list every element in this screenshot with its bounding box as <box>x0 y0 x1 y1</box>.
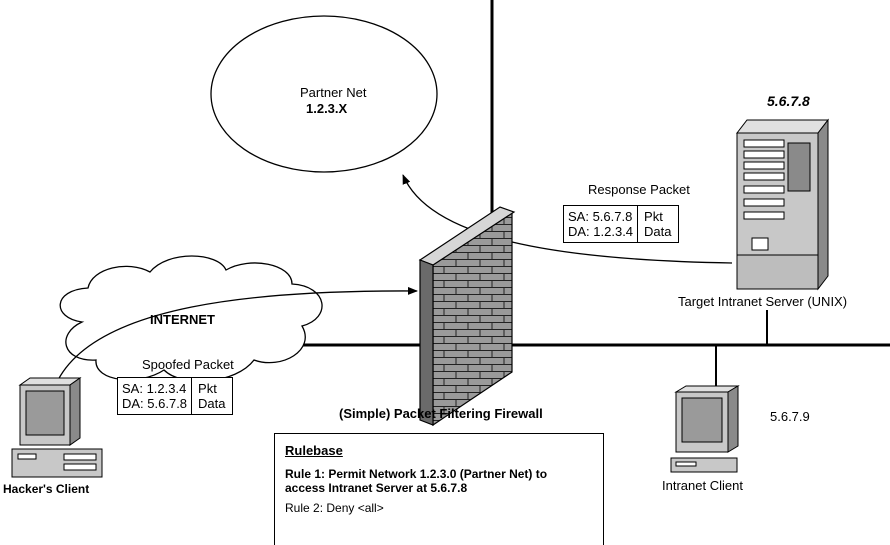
rulebase-panel: Rulebase Rule 1: Permit Network 1.2.3.0 … <box>274 433 604 545</box>
rule-1-line-1: Rule 1: Permit Network 1.2.3.0 (Partner … <box>285 467 548 481</box>
response-packet-title: Response Packet <box>588 182 690 197</box>
spoofed-packet-data: Data <box>198 396 226 411</box>
response-packet-da: DA: 1.2.3.4 <box>568 224 634 239</box>
spoofed-packet-sa: SA: 1.2.3.4 <box>122 381 187 396</box>
rulebase-title: Rulebase <box>285 443 343 458</box>
response-packet-data: Data <box>644 224 672 239</box>
firewall-label: (Simple) Packet Filtering Firewall <box>339 406 543 421</box>
response-packet-sa: SA: 5.6.7.8 <box>568 209 633 224</box>
internet-label: INTERNET <box>150 312 215 327</box>
partner-net-address: 1.2.3.X <box>306 101 348 116</box>
intranet-client-label: Intranet Client <box>662 478 743 493</box>
spoofed-packet-title: Spoofed Packet <box>142 357 234 372</box>
server-icon <box>735 118 830 291</box>
server-label: Target Intranet Server (UNIX) <box>678 294 848 309</box>
spoofed-packet-da: DA: 5.6.7.8 <box>122 396 188 411</box>
hacker-client-label: Hacker's Client <box>3 482 90 496</box>
response-packet-arrow <box>402 174 733 264</box>
partner-net-ellipse <box>210 15 438 173</box>
partner-net-name: Partner Net <box>300 85 367 100</box>
response-packet-pkt: Pkt <box>644 209 663 224</box>
rule-1-line-2: access Intranet Server at 5.6.7.8 <box>285 481 468 495</box>
server-ip: 5.6.7.8 <box>767 93 810 109</box>
spoofed-packet-pkt: Pkt <box>198 381 217 396</box>
spoofed-packet-arrow <box>57 286 418 381</box>
intranet-client-ip: 5.6.7.9 <box>770 409 810 424</box>
rule-2: Rule 2: Deny <all> <box>285 501 384 515</box>
firewall-icon <box>418 206 516 427</box>
intranet-client-icon <box>670 385 740 473</box>
hacker-client-icon <box>11 377 103 478</box>
rule-1: Rule 1: Permit Network 1.2.3.0 (Partner … <box>285 467 593 495</box>
